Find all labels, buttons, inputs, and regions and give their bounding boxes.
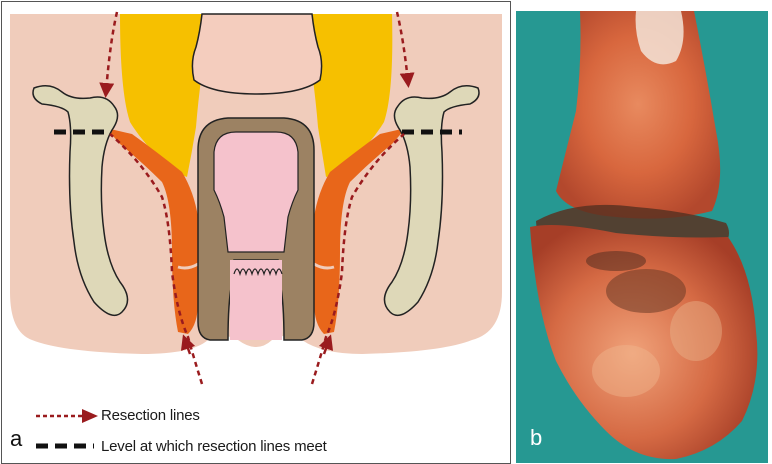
- dotted-arrow-icon: [35, 408, 95, 424]
- anal-canal: [230, 260, 282, 340]
- legend-item-meeting-level: Level at which resection lines meet: [35, 438, 327, 455]
- legend-label: Level at which resection lines meet: [101, 438, 327, 455]
- specimen-upper: [556, 11, 720, 219]
- panel-b-photo: b: [516, 11, 768, 463]
- legend-label: Resection lines: [101, 407, 200, 424]
- specimen-photo: [516, 11, 768, 463]
- rectum-upper: [192, 14, 321, 94]
- legend-item-resection-lines: Resection lines: [35, 407, 200, 424]
- panel-a-diagram: a Resection lines Level at which resecti…: [1, 1, 511, 464]
- thick-dashed-line-icon: [35, 439, 95, 455]
- rectal-lumen: [214, 132, 298, 252]
- panel-label-b: b: [530, 427, 542, 449]
- anatomy-diagram: [2, 2, 510, 463]
- panel-label-a: a: [10, 428, 22, 450]
